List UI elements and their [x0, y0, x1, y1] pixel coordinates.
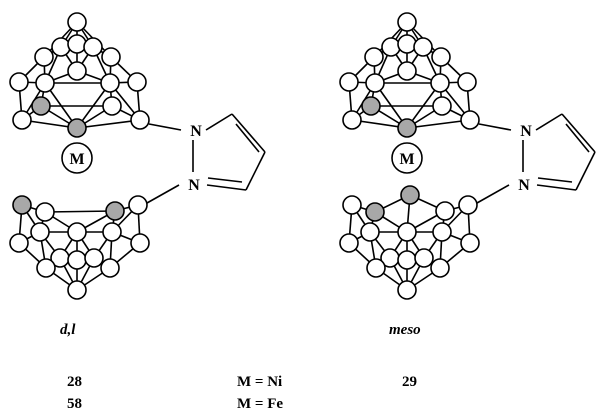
compound-number-29: 29: [402, 374, 417, 390]
metal-symbol: M: [69, 151, 84, 168]
boron-atom: [67, 61, 87, 81]
boron-atom: [397, 61, 417, 81]
isomer-label-meso: meso: [389, 322, 421, 338]
boron-atom: [397, 34, 417, 54]
boron-atom: [102, 222, 122, 242]
top-cage-vertices-meso: [339, 12, 480, 138]
boron-atom: [430, 258, 450, 278]
boron-atom: [102, 96, 122, 116]
boron-atom: [397, 222, 417, 242]
carbon-atom: [400, 185, 420, 205]
carbon-atom: [365, 202, 385, 222]
boron-atom: [67, 280, 87, 300]
boron-atom: [460, 233, 480, 253]
boron-atom: [381, 37, 401, 57]
carbon-atom: [105, 201, 125, 221]
nitrogen-label-lower: N: [188, 177, 200, 194]
boron-atom: [432, 222, 452, 242]
compound-number-28: 28: [67, 374, 82, 390]
boron-atom: [458, 195, 478, 215]
boron-atom: [12, 110, 32, 130]
boron-atom: [339, 233, 359, 253]
boron-atom: [34, 47, 54, 67]
compound-number-58: 58: [67, 396, 82, 412]
boron-atom: [413, 37, 433, 57]
boron-atom: [100, 73, 120, 93]
boron-atom: [9, 72, 29, 92]
boron-atom: [67, 250, 87, 270]
nitrogen-label-upper: N: [520, 123, 532, 140]
structure-dl: M: [9, 12, 266, 300]
boron-atom: [366, 258, 386, 278]
boron-atom: [339, 72, 359, 92]
nitrogen-label-lower: N: [518, 177, 530, 194]
pyrazole-ring-meso: [476, 113, 596, 204]
boron-atom: [67, 222, 87, 242]
boron-atom: [414, 248, 434, 268]
metal-circle: [391, 142, 423, 174]
boron-atom: [364, 47, 384, 67]
top-cage-vertices-dl: [9, 12, 150, 138]
boron-atom: [128, 195, 148, 215]
boron-atom: [83, 37, 103, 57]
boron-atom: [397, 280, 417, 300]
pyrazole-ring-dl: [146, 113, 266, 204]
formula-ni: M = Ni: [237, 374, 283, 390]
boron-atom: [130, 233, 150, 253]
boron-atom: [101, 47, 121, 67]
boron-atom: [51, 37, 71, 57]
boron-atom: [67, 12, 87, 32]
boron-atom: [397, 250, 417, 270]
carbon-atom: [67, 118, 87, 138]
metal-symbol: M: [399, 151, 414, 168]
boron-atom: [431, 47, 451, 67]
boron-atom: [9, 233, 29, 253]
isomer-label-dl: d,l: [60, 322, 76, 338]
structure-meso: M: [339, 12, 596, 300]
boron-atom: [84, 248, 104, 268]
carbon-atom: [31, 96, 51, 116]
boron-atom: [36, 258, 56, 278]
boron-atom: [35, 73, 55, 93]
boron-atom: [432, 96, 452, 116]
boron-atom: [30, 222, 50, 242]
boron-atom: [435, 201, 455, 221]
boron-atom: [130, 110, 150, 130]
carbon-atom: [361, 96, 381, 116]
formula-fe: M = Fe: [237, 396, 284, 412]
boron-atom: [457, 72, 477, 92]
boron-atom: [460, 110, 480, 130]
metal-circle: [61, 142, 93, 174]
boron-atom: [35, 202, 55, 222]
boron-atom: [127, 72, 147, 92]
boron-atom: [360, 222, 380, 242]
boron-atom: [100, 258, 120, 278]
boron-atom: [430, 73, 450, 93]
boron-atom: [365, 73, 385, 93]
boron-atom: [67, 34, 87, 54]
bottom-cage-vertices-meso: [339, 185, 480, 300]
boron-atom: [342, 195, 362, 215]
carbon-atom: [12, 195, 32, 215]
nitrogen-label-upper: N: [190, 123, 202, 140]
carbon-atom: [397, 118, 417, 138]
boron-atom: [397, 12, 417, 32]
bottom-cage-vertices-dl: [9, 195, 150, 300]
boron-atom: [342, 110, 362, 130]
